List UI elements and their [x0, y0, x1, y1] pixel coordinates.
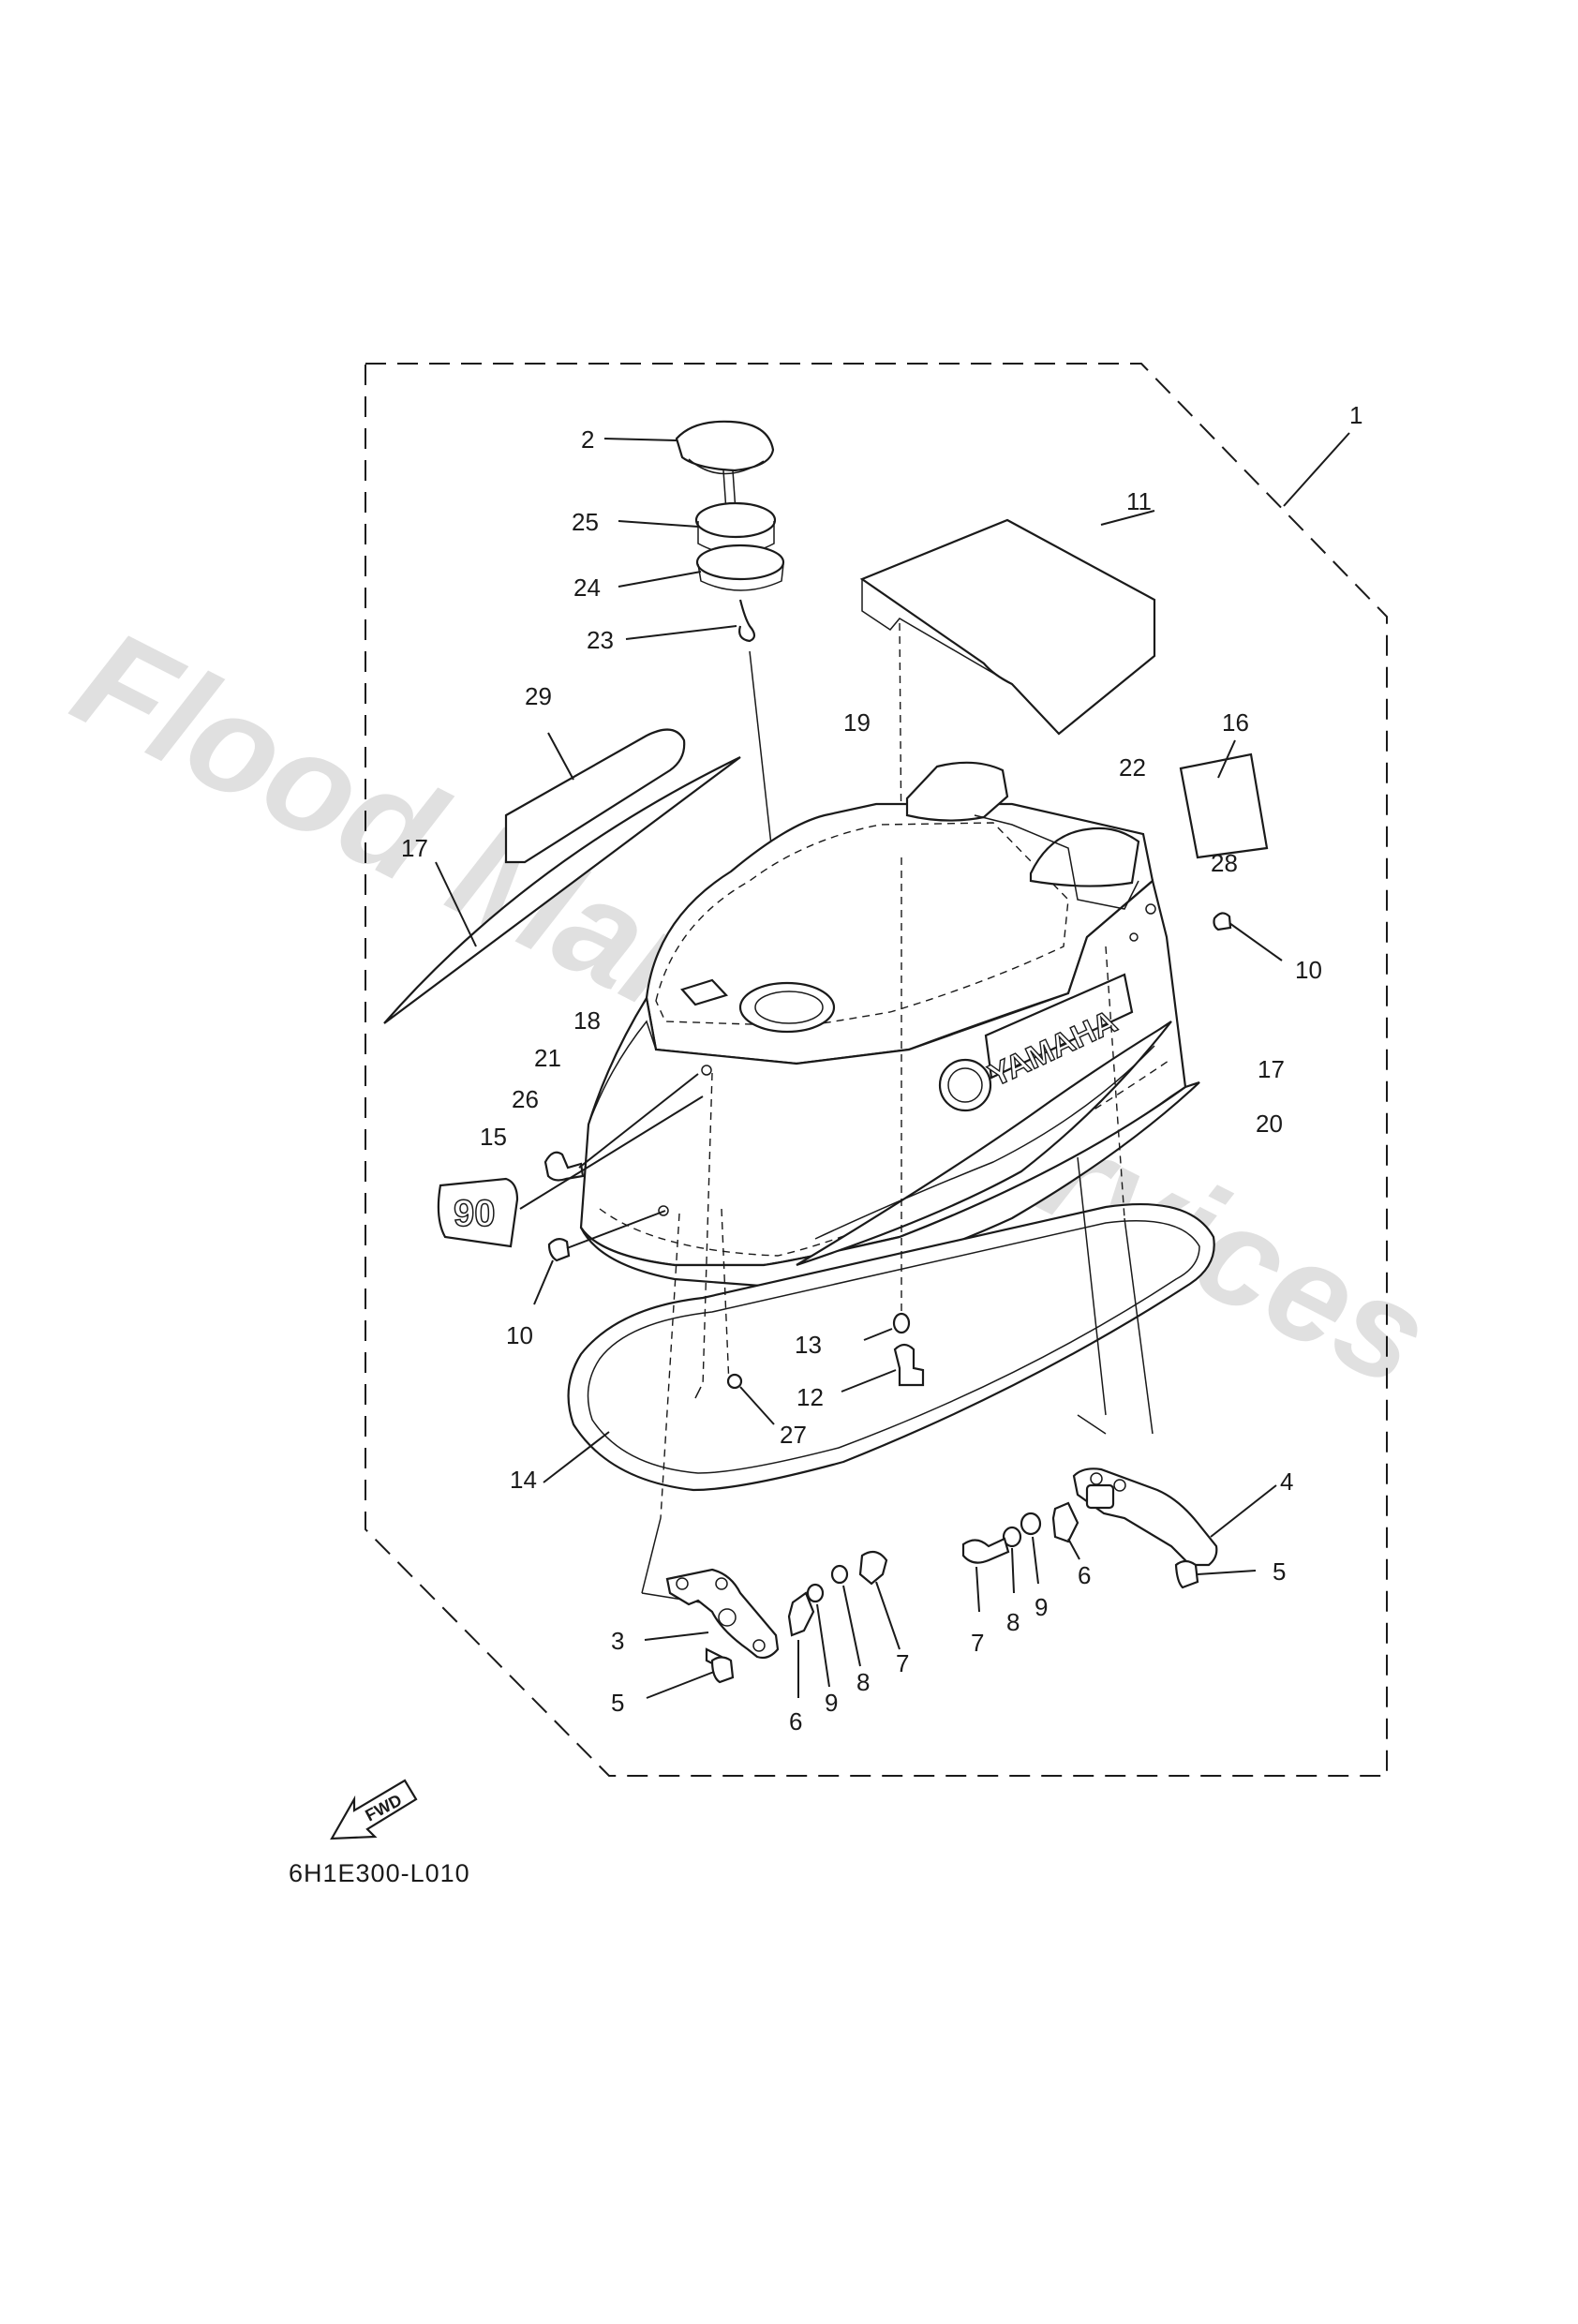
callout-7b: 7 [896, 1649, 909, 1677]
callout-10b: 10 [506, 1321, 533, 1349]
callout-10a: 10 [1295, 956, 1322, 984]
center-small-parts [543, 1312, 925, 1483]
callout-14: 14 [510, 1466, 537, 1494]
callout-5b: 5 [611, 1689, 624, 1717]
callout-13: 13 [795, 1331, 822, 1359]
washer-8-right [1002, 1526, 1022, 1548]
washer-8-left [830, 1564, 849, 1585]
callout-4: 4 [1280, 1467, 1293, 1496]
callout-17a: 17 [401, 834, 428, 862]
screw-10-left [547, 1238, 571, 1262]
callout-26: 26 [512, 1085, 539, 1113]
washer-9-right [1020, 1512, 1042, 1536]
callout-19: 19 [843, 708, 871, 737]
callout-18: 18 [573, 1006, 601, 1035]
callout-labels: 1 2 25 24 23 11 29 19 16 22 17 28 10 18 … [401, 401, 1362, 1736]
callout-6b: 6 [789, 1707, 802, 1736]
callout-25: 25 [572, 508, 599, 536]
assembly-boundary [365, 363, 1388, 1777]
bolt-7-right [961, 1537, 1010, 1564]
callout-1: 1 [1349, 401, 1362, 429]
callout-23: 23 [587, 626, 614, 654]
callout-3: 3 [611, 1627, 624, 1655]
callout-6a: 6 [1078, 1561, 1091, 1589]
decal-29 [504, 728, 686, 864]
lug-23-part [738, 599, 756, 643]
callout-17b: 17 [1258, 1055, 1285, 1083]
right-bracket-group [961, 1467, 1277, 1613]
assembly-leaders [641, 857, 1154, 1605]
oil-cap-part [675, 420, 775, 472]
decal-17-right [796, 1020, 1172, 1267]
callout-27: 27 [780, 1421, 807, 1449]
callout-9b: 9 [825, 1689, 838, 1717]
screw-26 [543, 1151, 585, 1182]
top-cover-11 [859, 510, 1156, 854]
decal-17-left [383, 756, 741, 1024]
top-cowling: YAMAHA [579, 761, 1200, 1290]
callout-12: 12 [796, 1383, 824, 1411]
callout-2: 2 [581, 425, 594, 454]
callout-16: 16 [1222, 708, 1249, 737]
bracket-4 [1072, 1467, 1218, 1567]
callout-28: 28 [1211, 849, 1238, 877]
clip-6-right [1051, 1501, 1079, 1543]
callout-15: 15 [480, 1123, 507, 1151]
callout-7a: 7 [971, 1629, 984, 1657]
callout-20: 20 [1256, 1110, 1283, 1138]
callout-24: 24 [573, 574, 601, 602]
bolt-12 [893, 1343, 925, 1387]
callout-5a: 5 [1273, 1557, 1286, 1586]
nut-5-right [1174, 1559, 1199, 1589]
callout-11: 11 [1126, 487, 1152, 515]
model-badge: 90 [454, 1193, 496, 1234]
callout-8a: 8 [1006, 1608, 1020, 1636]
callout-21: 21 [534, 1044, 561, 1072]
oil-cap-assembly [603, 420, 790, 1006]
leader-1 [1283, 432, 1350, 507]
washer-9-left [806, 1583, 825, 1603]
bolt-7-left [858, 1550, 888, 1586]
grommet-27 [726, 1373, 743, 1390]
left-bracket-group [644, 1550, 901, 1699]
left-small-parts: 90 [437, 912, 1283, 1305]
grommet-24-part [695, 544, 785, 581]
drawing-code: 6H1E300-L010 [289, 1859, 470, 1887]
grommet-13 [892, 1312, 911, 1334]
screw-10-right [1213, 912, 1232, 931]
bracket-3 [665, 1568, 780, 1660]
callout-29: 29 [525, 682, 552, 710]
badge-15 [437, 1177, 519, 1248]
ring-25-part [694, 501, 777, 539]
callout-8b: 8 [856, 1668, 870, 1696]
callout-9a: 9 [1035, 1593, 1048, 1621]
callout-22: 22 [1119, 753, 1146, 782]
clip-6-left [787, 1591, 815, 1637]
bottom-seal-14 [567, 1203, 1215, 1492]
left-decals [383, 728, 1269, 1024]
decal-16 [1179, 752, 1269, 859]
nut-5-left [710, 1656, 735, 1684]
fwd-arrow: FWD [330, 1779, 418, 1840]
